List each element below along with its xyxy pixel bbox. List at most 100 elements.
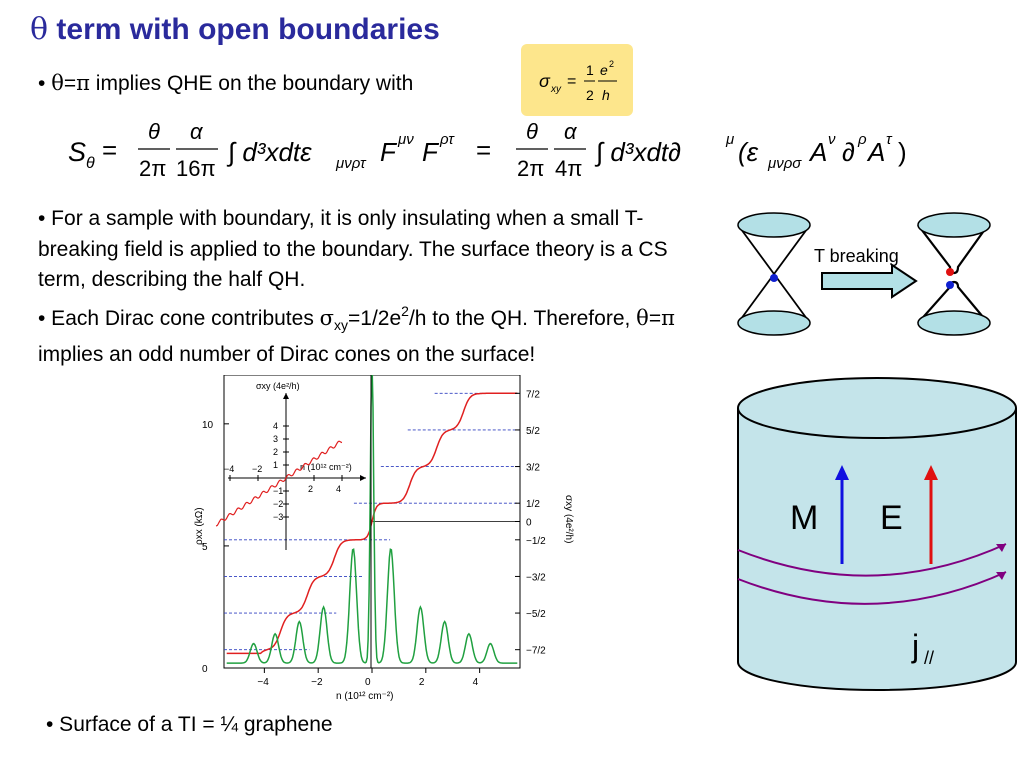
inset-y-arrowhead (283, 393, 289, 399)
sigma-xy-formula-box (521, 44, 633, 116)
eq-term2-e: A (866, 137, 885, 167)
cylinder-body (737, 408, 1017, 691)
eq-t3-num: θ (526, 119, 538, 144)
eq-term2-b: (ε (738, 137, 759, 167)
magnetization-arrowhead (835, 465, 849, 480)
t-breaking-label: T breaking (814, 246, 899, 266)
slide-title: θ term with open boundaries (30, 12, 440, 47)
eq-lhs: S (68, 137, 86, 167)
p2-theta: θ (636, 305, 649, 330)
upper-band-point (946, 268, 954, 276)
lower-band-point (946, 281, 954, 289)
right-tick-label: 7/2 (526, 389, 540, 400)
p2-sigma: σ (319, 305, 334, 330)
inset-y-tick-label: −1 (273, 486, 283, 496)
p2-a: • Each Dirac cone contributes (38, 306, 320, 330)
label-j-sub: // (924, 648, 934, 668)
x-tick-label: 0 (365, 677, 371, 688)
label-j: j (911, 628, 919, 664)
eq-equals-1: = (102, 135, 117, 165)
bullet1-text: implies QHE on the boundary with (95, 72, 414, 95)
explanation-text: • For a sample with boundary, it is only… (38, 204, 698, 371)
right-tick-label: 0 (526, 518, 532, 529)
p2-pi: π (661, 305, 675, 330)
inset-x-tick-label: 2 (308, 484, 313, 494)
title-text: term with open boundaries (56, 13, 440, 46)
inset-y-tick-label: 2 (273, 447, 278, 457)
sigma-xy-curve (226, 392, 518, 655)
eq-term2-a: ∫ d³xdt∂ (594, 137, 681, 167)
eq-t4-den: 4π (555, 156, 582, 181)
eq-term1: ∫ d³xdtε (226, 137, 312, 167)
eq-t1-num: θ (148, 119, 160, 144)
bullet-mark: • (38, 72, 46, 95)
eq-term1-f2-sup: ρτ (439, 131, 455, 148)
inset-sigma-curve (215, 440, 343, 527)
label-E: E (880, 499, 903, 537)
rho-xx-curve-group (226, 392, 518, 655)
theta-action-equation: S θ = θ 2π α 16π ∫ d³xdtε μνρτ F μν F ρτ… (68, 119, 907, 181)
formula-eq: = (567, 73, 576, 90)
eq-term2-f: ) (898, 137, 907, 167)
eq-t2-den: 16π (176, 156, 216, 181)
eq-term2-c-sup: ν (828, 131, 836, 148)
bullet-theta-pi: • θ=π implies QHE on the boundary with (38, 68, 413, 99)
inset-x-tick-label: −2 (252, 464, 262, 474)
eq-term1-f1-sup: μν (397, 131, 414, 148)
formula-one: 1 (586, 62, 594, 78)
cylinder-top (737, 377, 1017, 439)
graphene-caption: • Surface of a TI = ¼ graphene (46, 713, 333, 736)
x-tick-label: −4 (257, 677, 269, 688)
pi-symbol: π (76, 71, 90, 95)
inset-y-tick-label: −2 (273, 499, 283, 509)
eq-lhs-sub: θ (86, 155, 95, 172)
paragraph-dirac-cones: • Each Dirac cone contributes σxy=1/2e2/… (38, 296, 698, 371)
right-tick-label: −3/2 (526, 572, 546, 583)
p2-eq: = (648, 306, 662, 330)
y-tick-label: 0 (202, 664, 208, 675)
inset-x-tick-label: −4 (224, 464, 234, 474)
inset-y-tick-label: 3 (273, 434, 278, 444)
formula-sigma: σ (539, 71, 551, 91)
surface-current-2 (737, 571, 1007, 605)
eq-t4-num: α (564, 119, 578, 144)
x-tick-label: 4 (473, 677, 479, 688)
y-tick-label: 10 (202, 420, 214, 431)
eq-t2-num: α (190, 119, 204, 144)
x-tick-label: 2 (419, 677, 425, 688)
inset-x-arrowhead (360, 475, 366, 481)
y-axis-left-label: ρxx (kΩ) (194, 507, 205, 545)
eq-term2-d-sup: ρ (857, 131, 867, 148)
p2-c: /h to the QH. Therefore, (408, 306, 637, 330)
right-tick-label: −1/2 (526, 536, 546, 547)
right-tick-label: −7/2 (526, 646, 546, 657)
y-axis-right-ticks: 7/2 5/2 3/2 1/2 0 −1/2 −3/2 −5/2 −7/2 (515, 389, 546, 657)
current-arrowhead-1 (996, 544, 1006, 552)
eq-t3-den: 2π (517, 156, 544, 181)
inset-x-label: n (10¹² cm⁻²) (300, 462, 352, 472)
p2-sup: 2 (401, 302, 409, 319)
right-tick-label: 1/2 (526, 499, 540, 510)
inset-y-label: σxy (4e²/h) (256, 381, 300, 391)
eq-term2-b-sub: μνρσ (767, 155, 802, 172)
theta-symbol: θ (51, 71, 64, 95)
right-tick-label: 3/2 (526, 463, 540, 474)
eq-term2-d: ∂ (842, 137, 855, 167)
dirac-cone-gapped (917, 212, 991, 336)
p2-d: implies an odd number of Dirac cones on … (38, 343, 536, 366)
inset-x-tick-label: 4 (336, 484, 341, 494)
right-tick-label: −5/2 (526, 609, 546, 620)
right-tick-label: 5/2 (526, 426, 540, 437)
formula-h: h (602, 87, 610, 103)
dirac-cone-diagram: T breaking (737, 212, 991, 336)
formula-sub: xy (550, 84, 562, 95)
inset-y-tick-label: 4 (273, 421, 278, 431)
label-M: M (790, 499, 818, 537)
eq-equals-2: = (476, 135, 491, 165)
sigma-xy-formula: σ xy = 1 2 e 2 h (539, 59, 617, 103)
rho-xx-curve (226, 375, 518, 664)
